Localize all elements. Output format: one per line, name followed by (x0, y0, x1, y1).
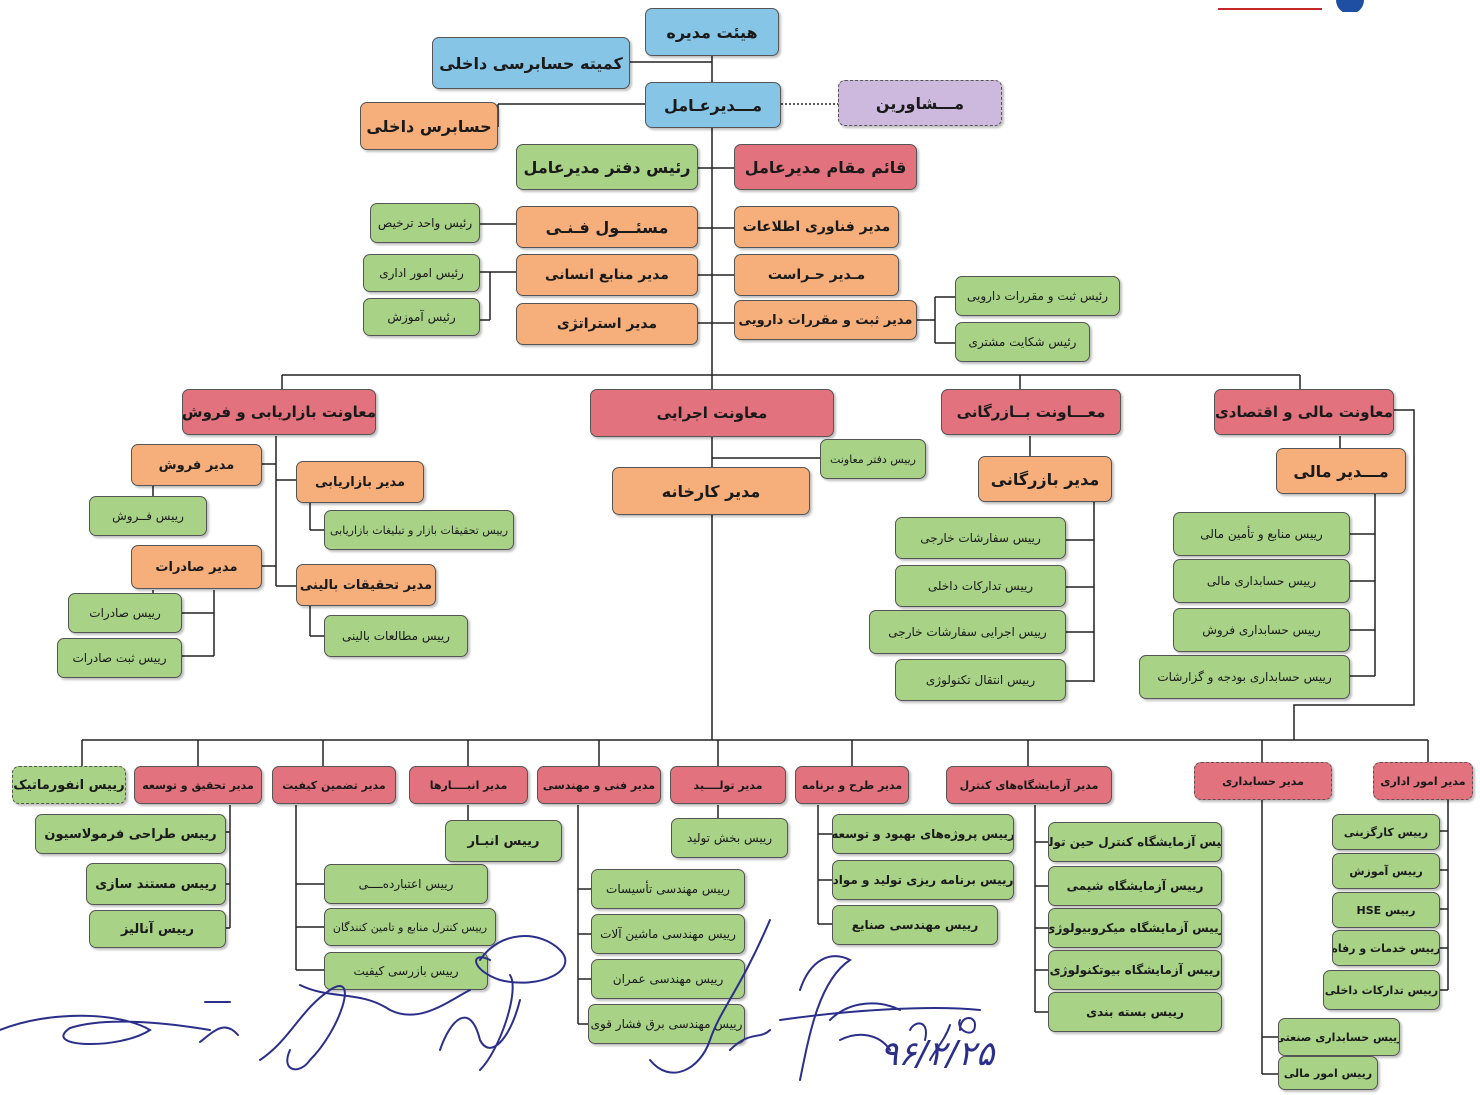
quality-audit-head-box: رییس بازرسی کیفیت (324, 952, 488, 990)
civil-eng-head-box: رییس مهندسی عمران (591, 959, 745, 999)
production-manager-box: مدیر تولــــید (670, 766, 786, 804)
qa-manager-box: مدیر تضمین کیفیت (272, 766, 396, 804)
financial-affairs-head-box: رییس امور مالی (1278, 1056, 1378, 1090)
ipc-lab-head-box: رییس آزمایشگاه کنترل حین تولید (1048, 822, 1222, 862)
funding-head-box: رییس منابع و تأمین مالی (1173, 512, 1350, 556)
complaints-head-box: رئیس شکایت مشتری (955, 322, 1090, 362)
internal-auditor-box: حسابرس داخلی (360, 102, 498, 150)
training-head-box: رئیس آموزش (363, 298, 480, 336)
analysis-head-box: رییس آنالیز (89, 910, 226, 948)
vp-office-head-box: رییس دفتر معاونت (820, 439, 926, 479)
factory-manager-box: مدیر کارخانه (612, 467, 810, 515)
qc-labs-manager-box: مدیر آزمایشگاه‌های کنترل (946, 766, 1112, 804)
vp-finance-box: معاونت مالی و اقتصادی (1214, 389, 1394, 435)
machinery-eng-head-box: رییس مهندسی ماشین آلات (591, 914, 745, 954)
it-manager-box: مدیر فناوری اطلاعات (734, 206, 899, 248)
ceo-box: مـــدیرعـامل (645, 82, 781, 128)
market-research-head-box: رییس تحقیقات بازار و تبلیغات بازاریابی (324, 510, 514, 550)
warehouse-head-box: رییس انبـار (445, 820, 562, 862)
accounting-manager-box: مدیر حسابداری (1194, 762, 1332, 800)
vp-executive-box: معاونت اجرایی (590, 389, 834, 437)
advisors-box: مـــشاورین (838, 80, 1002, 126)
clinical-studies-head-box: رییس مطالعات بالینی (324, 615, 468, 657)
informatics-head-box: رییس انفورماتیک (12, 766, 126, 804)
biotech-lab-head-box: رییس آزمایشگاه بیوتکنولوژی (1048, 950, 1222, 990)
tech-transfer-head-box: رییس انتقال تکنولوژی (895, 659, 1066, 701)
vp-commercial-box: معـــاونت بــازرگانی (941, 389, 1121, 435)
training-head-2-box: رییس آموزش (1332, 853, 1440, 889)
welfare-head-box: رییس خدمات و رفاه (1332, 930, 1440, 966)
supplier-control-head-box: رییس کنترل منابع و تامین کنندگان (324, 908, 496, 946)
packaging-head-box: رییس بسته بندی (1048, 992, 1222, 1032)
finance-manager-box: مـــدیر مالی (1276, 448, 1406, 494)
pharma-reg-manager-box: مدیر ثبت و مقررات دارویی (734, 300, 917, 340)
improvement-projects-head-box: رییس پروژه‌های بهبود و توسعه (832, 814, 1014, 854)
financial-accounting-head-box: رییس حسابداری مالی (1173, 559, 1350, 603)
clinical-research-manager-box: مدیر تحقیقات بالینی (296, 564, 436, 606)
technical-responsible-box: مسئـــول فـنـی (516, 206, 698, 248)
clearance-unit-head-box: رئیس واحد ترخیص (370, 203, 480, 243)
internal-procurement-head-box: رییس تدارکات داخلی (1323, 970, 1440, 1010)
foreign-orders-exec-head-box: رییس اجرایی سفارشات خارجی (869, 610, 1066, 654)
hr-manager-box: مدیر منابع انسانی (516, 254, 698, 296)
documentation-head-box: رییس مستند سازی (86, 863, 226, 905)
sales-manager-box: مدیر فروش (131, 444, 262, 486)
pharma-reg-head-box: رئیس ثبت و مقررات دارویی (955, 276, 1120, 316)
strategy-manager-box: مدیر استراتژی (516, 303, 698, 345)
vp-marketing-sales-box: معاونت بازاریابی و فروش (182, 389, 376, 435)
staffing-head-box: رییس کارگزینی (1332, 814, 1440, 850)
internal-audit-committee-box: کمیته حسابرسی داخلی (432, 37, 630, 89)
rnd-manager-box: مدیر تحقیق و توسعه (134, 766, 262, 804)
micro-lab-head-box: رییس آزمایشگاه میکروبیولوژی (1048, 908, 1222, 948)
formulation-design-head-box: رییس طراحی فرمولاسیون (35, 814, 226, 854)
admin-affairs-head-box: رئیس امور اداری (363, 254, 480, 292)
sales-accounting-head-box: رییس حسابداری فروش (1173, 608, 1350, 652)
security-manager-box: مـدیر حـراست (734, 254, 899, 296)
budget-accounting-head-box: رییس حسابداری بودجه و گزارشات (1139, 655, 1350, 699)
commercial-manager-box: مدیر بازرگانی (978, 456, 1112, 502)
hse-head-box: رییس HSE (1332, 892, 1440, 928)
export-manager-box: مدیر صادرات (131, 545, 262, 589)
chem-lab-head-box: رییس آزمایشگاه شیمی (1048, 866, 1222, 906)
board-box: هیئت مدیره (645, 8, 779, 56)
company-logo (1218, 0, 1364, 12)
warehouse-manager-box: مدیر انبــــارها (409, 766, 528, 804)
production-section-head-box: رییس بخش تولید (671, 818, 788, 858)
sales-head-box: رییس فــروش (89, 496, 207, 536)
marketing-manager-box: مدیر بازاریابی (296, 461, 424, 503)
planning-manager-box: مدیر طرح و برنامه (795, 766, 909, 804)
foreign-orders-head-box: رییس سفارشات خارجی (895, 517, 1066, 559)
engineering-manager-box: مدیر فنی و مهندسی (537, 766, 661, 804)
production-planning-head-box: رییس برنامه ریزی تولید و مواد (832, 860, 1014, 900)
domestic-procurement-head-box: رییس تدارکات داخلی (895, 565, 1066, 607)
hv-electrical-eng-head-box: رییس مهندسی برق فشار قوی (588, 1004, 745, 1044)
deputy-ceo-box: قائم مقام مدیرعامل (734, 144, 917, 190)
validation-head-box: رییس اعتبارده‌ــــی (324, 864, 488, 904)
industrial-eng-head-box: رییس مهندسی صنایع (832, 905, 998, 945)
ceo-office-head-box: رئیس دفتر مدیرعامل (516, 144, 698, 190)
industrial-accounting-head-box: رییس حسابداری صنعتی (1278, 1018, 1400, 1056)
admin-manager-box: مدیر امور اداری (1373, 762, 1473, 800)
export-head-box: رییس صادرات (68, 593, 182, 633)
facilities-eng-head-box: رییس مهندسی تأسیسات (591, 869, 745, 909)
export-registration-head-box: رییس ثبت صادرات (57, 638, 182, 678)
